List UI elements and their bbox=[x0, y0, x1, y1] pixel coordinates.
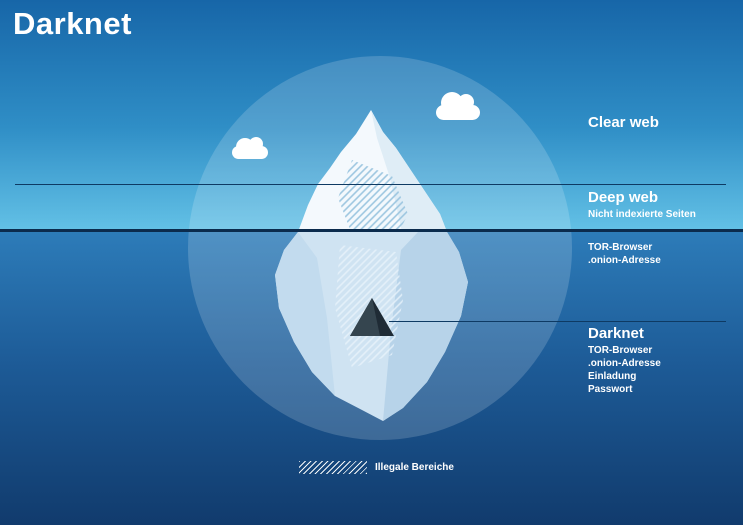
darknet-item: TOR-Browser bbox=[588, 345, 653, 356]
cloud-icon bbox=[436, 92, 480, 120]
darknet-item: Passwort bbox=[588, 384, 633, 395]
darknet-label: Darknet bbox=[588, 325, 644, 342]
clear-web-label: Clear web bbox=[588, 114, 659, 131]
darknet-item: .onion-Adresse bbox=[588, 358, 661, 369]
divider-clearweb-deepweb bbox=[15, 184, 726, 185]
iceberg-above-water bbox=[298, 110, 447, 232]
page-title: Darknet bbox=[13, 6, 132, 41]
divider-darknet-pointer bbox=[389, 321, 726, 322]
deep-web-subtitle: Nicht indexierte Seiten bbox=[588, 209, 696, 220]
waterline-divider bbox=[0, 229, 743, 232]
darknet-items: TOR-Browser .onion-Adresse Einladung Pas… bbox=[588, 344, 661, 396]
deep-web-items: TOR-Browser .onion-Adresse bbox=[588, 241, 661, 267]
diagonal-hatch-swatch bbox=[299, 461, 367, 474]
dark-cave-icon bbox=[350, 298, 394, 336]
deep-web-item: TOR-Browser bbox=[588, 242, 653, 253]
legend-label: Illegale Bereiche bbox=[375, 462, 454, 473]
cloud-icon bbox=[232, 137, 268, 159]
darknet-item: Einladung bbox=[588, 371, 637, 382]
deep-web-label: Deep web bbox=[588, 189, 659, 206]
deep-web-item: .onion-Adresse bbox=[588, 255, 661, 266]
